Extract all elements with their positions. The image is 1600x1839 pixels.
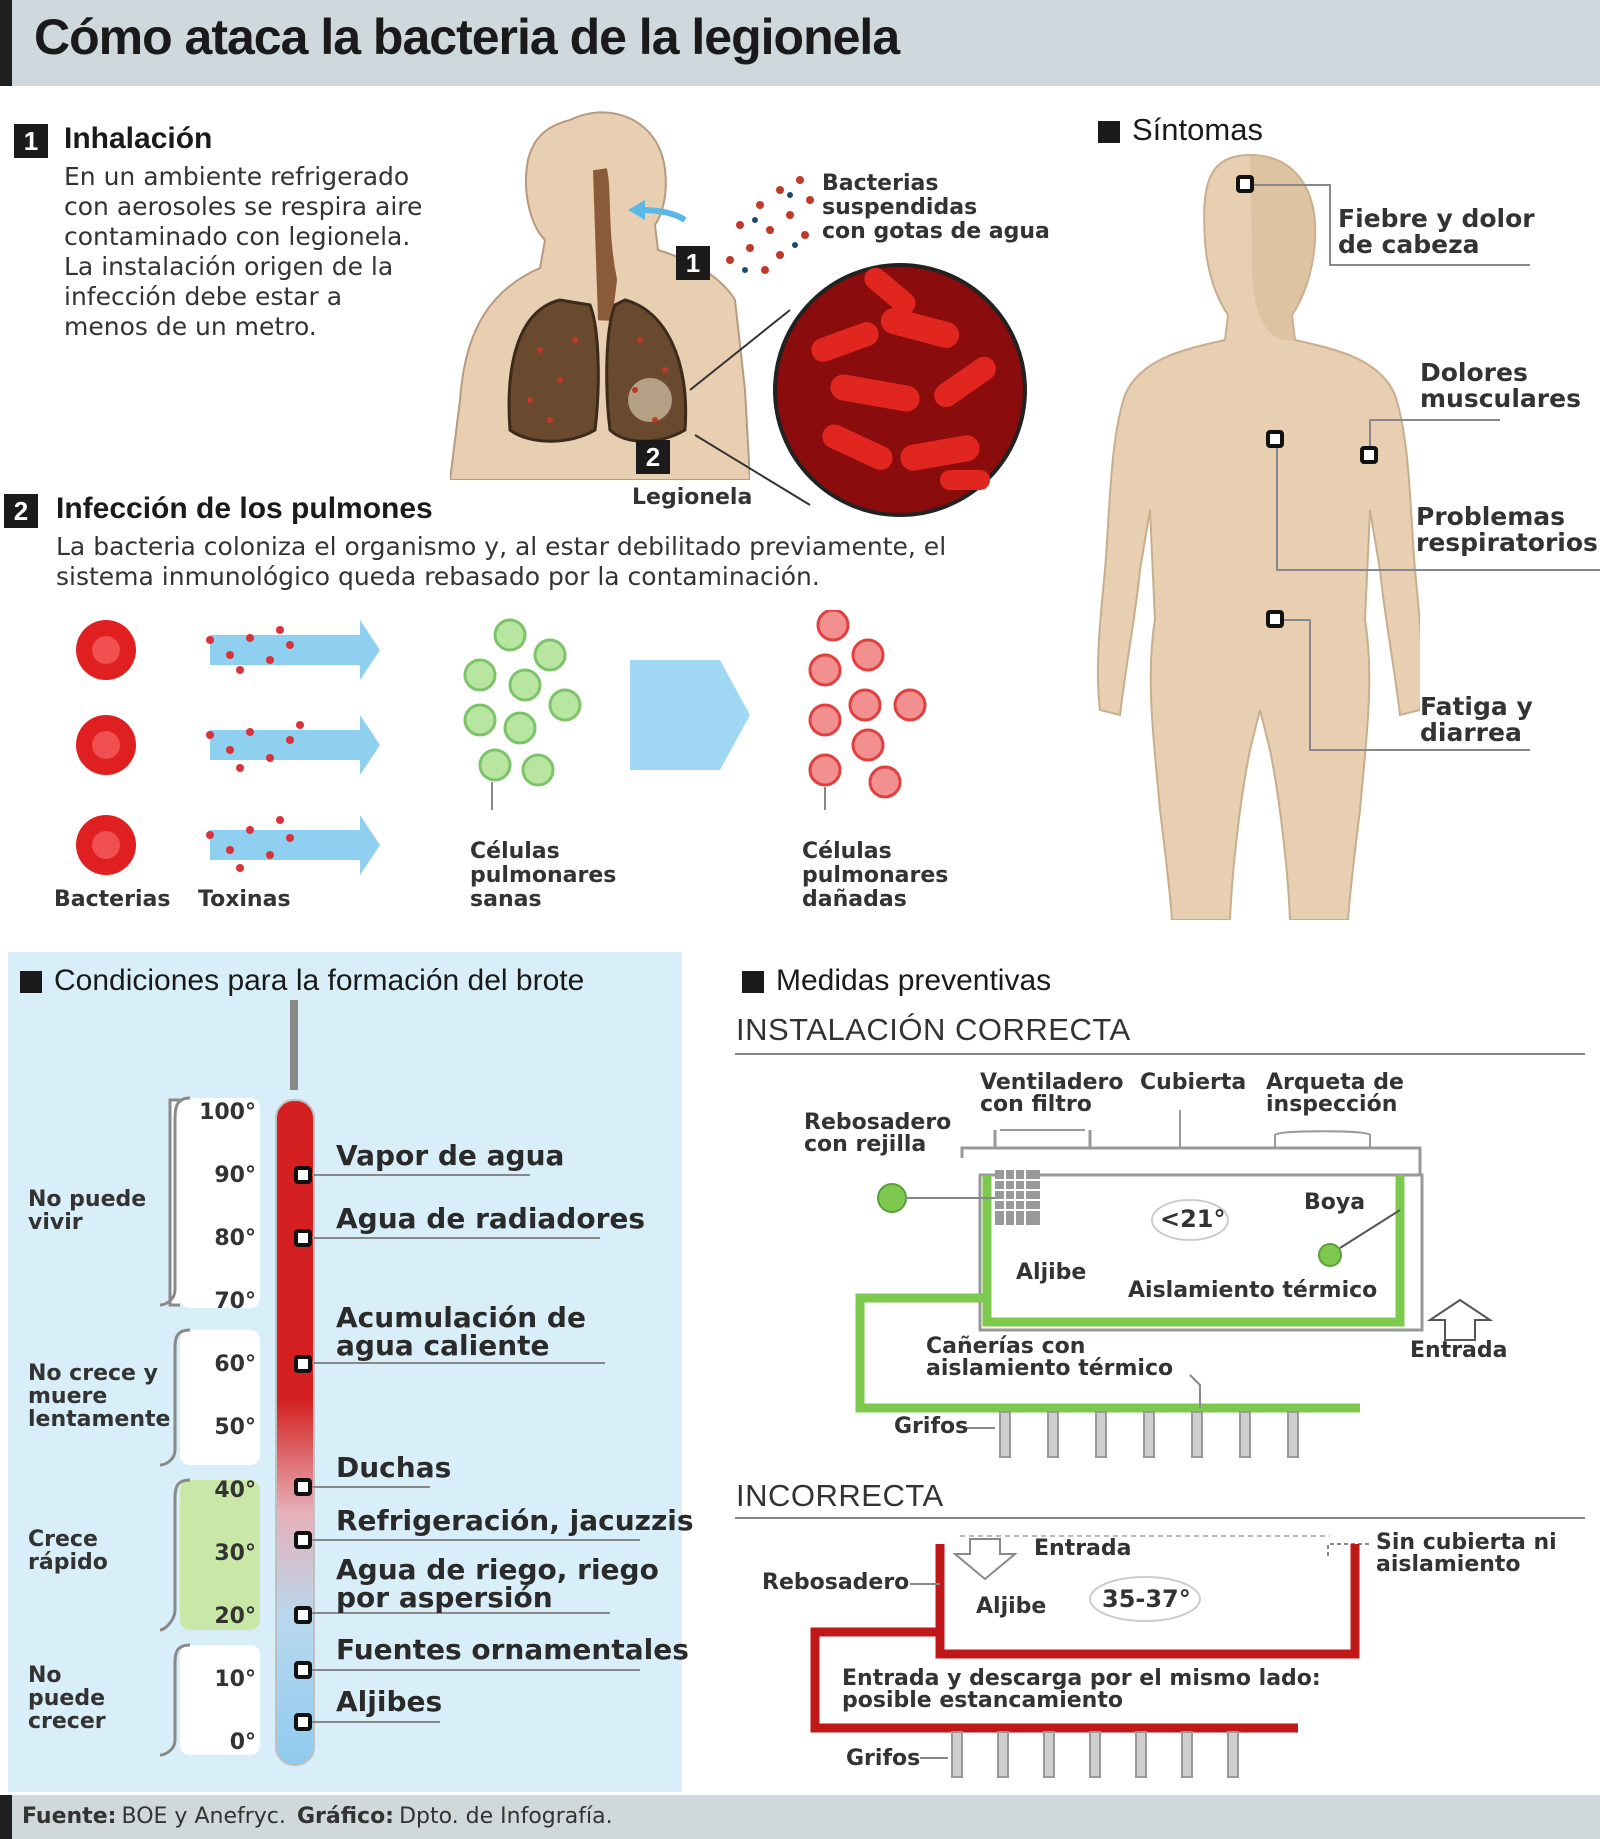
prevention-title: Medidas preventivas [742,964,1051,998]
cond-marker-4 [294,1478,312,1496]
step2-text: La bacteria coloniza el organismo y, al … [56,532,947,591]
cond-marker-1 [294,1166,312,1184]
correct-temp: <21° [1160,1205,1226,1233]
temp-40: 40° [214,1478,256,1503]
grafico-value: Dpto. de Infografía. [399,1804,613,1829]
temp-30: 30° [214,1541,256,1566]
grifos-correct-label: Grifos [894,1414,969,1439]
body-figure [1096,153,1420,920]
cond-vapor: Vapor de agua [336,1139,565,1172]
step2-title: Infección de los pulmones [56,492,433,525]
temp-90: 90° [214,1163,256,1188]
head-marker [1236,175,1254,193]
aislamiento-label: Aislamiento térmico [1128,1278,1378,1303]
abdomen-marker [1266,610,1284,628]
symptom-leaders [1245,184,1600,751]
temp-50: 50° [214,1415,256,1440]
marker-1: 1 [676,246,710,280]
cond-marker-5 [294,1531,312,1549]
entrada-correct-label: Entrada [1410,1338,1508,1363]
header-bar: Cómo ataca la bacteria de la legionela [0,0,1600,86]
cond-duchas: Duchas [336,1451,452,1484]
incorrect-temp: 35-37° [1102,1585,1191,1613]
legionela-label: Legionela [632,485,753,510]
cond-marker-8 [294,1713,312,1731]
aljibe-correct-label: Aljibe [1016,1260,1087,1285]
symptoms-title: Síntomas [1098,112,1263,148]
conditions-panel [8,952,682,1792]
grafico-label: Gráfico: [296,1804,394,1829]
boya-label: Boya [1304,1190,1366,1215]
temp-80: 80° [214,1226,256,1251]
step1-number: 1 [14,124,48,158]
incorrect-note: Entrada y descarga por el mismo lado:pos… [842,1666,1321,1713]
cond-fuentes: Fuentes ornamentales [336,1633,689,1666]
temp-70: 70° [214,1289,256,1314]
step2-number: 2 [4,494,38,528]
cond-marker-6 [294,1606,312,1624]
marker-2: 2 [636,440,670,474]
fuente-label: Fuente: [22,1804,117,1829]
correct-heading: INSTALACIÓN CORRECTA [736,1012,1131,1047]
aljibe-incorrect-label: Aljibe [976,1594,1047,1619]
incorrect-installation-diagram [735,1517,1585,1778]
cond-aljibes: Aljibes [336,1685,443,1718]
thermometer [160,1000,315,1766]
cond-marker-3 [294,1355,312,1373]
grifos-incorrect-label: Grifos [846,1746,921,1771]
temp-10: 10° [214,1667,256,1692]
page-title: Cómo ataca la bacteria de la legionela [34,9,900,65]
step1-title: Inhalación [64,122,213,155]
legionela-zoom [689,263,1027,517]
conditions-title: Condiciones para la formación del brote [20,964,584,998]
footer: Fuente: BOE y Anefryc. Gráfico: Dpto. de… [0,1795,1600,1839]
cond-marker-7 [294,1661,312,1679]
correct-installation-diagram [735,1053,1585,1458]
chest-marker [1266,430,1284,448]
step1-text: En un ambiente refrigerado con aerosoles… [64,162,423,341]
bacteria-spray [726,176,814,274]
temp-100: 100° [199,1100,256,1125]
cubierta-label: Cubierta [1140,1070,1247,1095]
rebosadero-incorrect-label: Rebosadero [762,1570,910,1595]
arm-marker [1360,446,1378,464]
temp-0: 0° [229,1730,256,1755]
temp-60: 60° [214,1352,256,1377]
temp-20: 20° [214,1604,256,1629]
incorrect-heading: INCORRECTA [736,1478,944,1513]
condition-leaders [310,1174,640,1723]
fuente-value: BOE y Anefryc. [121,1804,286,1829]
lungs-illustration [450,111,750,480]
cond-refrigeracion: Refrigeración, jacuzzis [336,1504,694,1537]
cond-radiadores: Agua de radiadores [336,1202,646,1235]
infection-diagram [76,610,927,875]
toxinas-label: Toxinas [198,887,291,912]
cond-marker-2 [294,1229,312,1247]
bacteria-suspended-label: Bacterias suspendidas con gotas de agua [822,171,1050,244]
bacterias-label: Bacterias [54,887,171,912]
entrada-incorrect-label: Entrada [1034,1536,1132,1561]
